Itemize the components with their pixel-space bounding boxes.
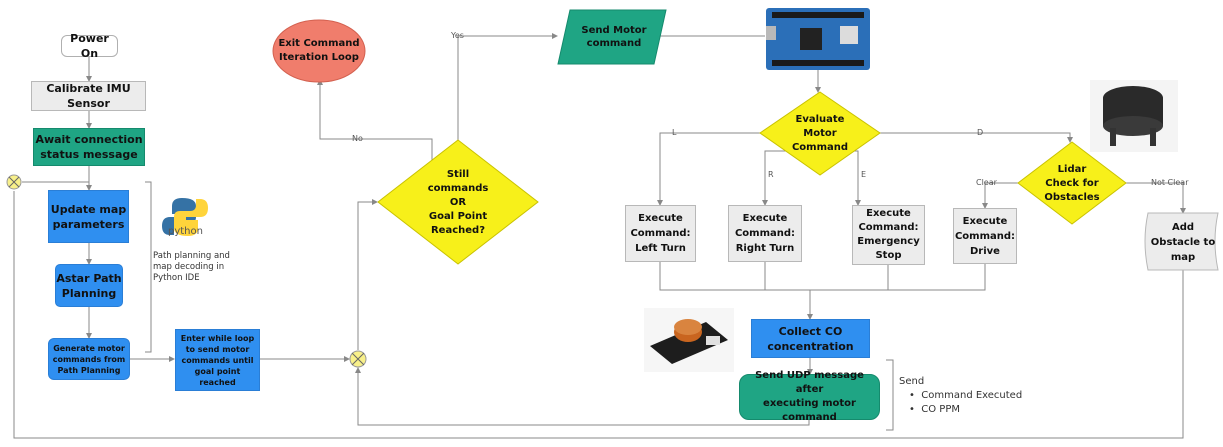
edge-udp-junction <box>355 367 810 426</box>
exit-loop-label: Exit Command Iteration Loop <box>278 38 360 63</box>
edge-label-l: L <box>672 128 677 137</box>
edge-clear <box>982 182 1018 209</box>
calibrate-imu-node: Calibrate IMU Sensor <box>31 81 146 111</box>
evaluate-diamond <box>759 91 881 176</box>
send-note-item-1: • Command Executed <box>909 390 1023 401</box>
enter-while-loop-node: Enter while loop to send motor commands … <box>175 329 260 391</box>
power-on-node: Power On <box>61 32 118 60</box>
execute-drive-node: Execute Command: Drive <box>953 208 1017 264</box>
lidar-sensor-image <box>1090 80 1178 152</box>
edge-d <box>880 132 1073 143</box>
send-note-item-2: • CO PPM <box>909 404 960 415</box>
edge-not-clear <box>1126 182 1186 214</box>
lidar-check-label: Lidar Check for Obstacles <box>1044 164 1100 203</box>
collect-co-node: Collect CO concentration <box>751 319 870 358</box>
edge-left-merge <box>659 262 810 291</box>
generate-commands-node: Generate motor commands from Path Planni… <box>48 338 130 380</box>
send-note-title: Send <box>899 376 925 387</box>
arduino-board-image <box>766 8 870 70</box>
edge-drive-merge <box>810 264 986 291</box>
evaluate-command-label: Evaluate Motor Command <box>791 114 849 153</box>
edge-label-d: D <box>977 128 984 137</box>
edge-label-r: R <box>768 170 774 179</box>
python-logo-text: python <box>168 226 203 237</box>
edge-label-no: No <box>352 134 363 143</box>
still-commands-label: Still commands OR Goal Point Reached? <box>427 169 489 236</box>
edge-label-clear: Clear <box>976 178 997 187</box>
edge-outer-loop <box>13 191 1184 439</box>
send-udp-node: Send UDP message after executing motor c… <box>739 370 880 423</box>
python-note: Path planning and map decoding in Python… <box>153 251 230 283</box>
junction-left <box>6 174 22 190</box>
exit-loop-shape <box>272 19 366 83</box>
co-sensor-image <box>644 308 734 372</box>
edge-label-e: E <box>861 170 867 179</box>
edge-e <box>845 150 861 206</box>
send-item-command-executed: Command Executed <box>921 390 1023 401</box>
send-item-co-ppm: CO PPM <box>921 404 960 415</box>
edge-yes-send <box>457 33 558 140</box>
python-bracket <box>145 181 152 353</box>
edge-r <box>762 150 790 206</box>
edge-no-exit <box>317 79 433 162</box>
add-obstacle-label: Add Obstacle to map <box>1150 221 1216 263</box>
send-bracket <box>886 359 894 431</box>
still-commands-diamond <box>377 139 539 265</box>
edge-label-not-clear: Not Clear <box>1151 178 1189 187</box>
edge-l <box>657 132 760 206</box>
edge-junction-decision <box>357 199 378 350</box>
astar-node: Astar Path Planning <box>55 264 123 307</box>
python-logo-icon <box>162 198 208 236</box>
junction-mid <box>349 350 367 368</box>
execute-emergency-stop-node: Execute Command: Emergency Stop <box>852 205 925 265</box>
send-motor-label: Send Motor command <box>581 25 647 49</box>
update-map-node: Update map parameters <box>48 190 129 243</box>
execute-right-turn-node: Execute Command: Right Turn <box>728 205 802 262</box>
edge-label-yes: Yes <box>451 31 464 40</box>
lidar-diamond <box>1017 141 1127 225</box>
add-obstacle-shape <box>1144 212 1219 271</box>
await-connection-node: Await connection status message <box>33 128 145 166</box>
send-motor-shape <box>557 9 667 65</box>
execute-left-turn-node: Execute Command: Left Turn <box>625 205 696 262</box>
